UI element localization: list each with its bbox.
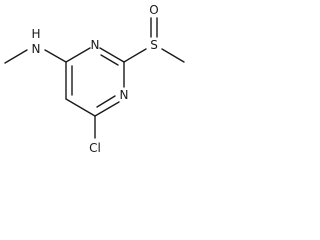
bond-n3-c2-inner (100, 54, 119, 66)
bond-c2-s (123, 48, 147, 63)
atom-label-amine-n: N (32, 42, 41, 56)
bond-s-methyl (161, 48, 185, 63)
chemical-structure: H N N N S O Cl (4, 3, 185, 155)
bond-methyl-n (4, 49, 28, 64)
atom-label-amine-h: H (31, 27, 40, 41)
bond-c6-c5 (65, 98, 96, 117)
bond-c4-n3 (65, 47, 91, 63)
bond-n-c4 (44, 49, 67, 63)
atom-label-ring-n1: N (120, 88, 129, 102)
bond-n3-c2 (99, 47, 125, 63)
atom-label-chlorine: Cl (89, 141, 101, 155)
bond-n1-c6 (94, 101, 120, 117)
bonds (4, 17, 185, 139)
atom-labels: H N N N S O Cl (31, 3, 158, 155)
bond-n1-c6-inner (96, 95, 116, 108)
atom-label-ring-n3: N (91, 38, 100, 52)
atom-label-sulfur: S (150, 38, 158, 52)
atom-label-oxygen: O (149, 3, 158, 17)
